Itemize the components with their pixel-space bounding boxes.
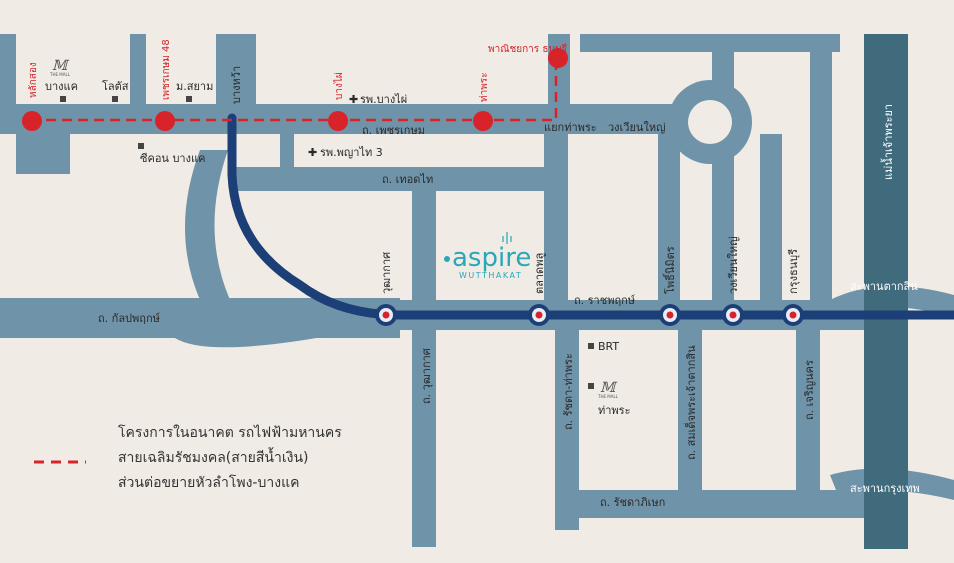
the-mall-thaphra-logo: 𝕄 THE MALL xyxy=(597,380,619,399)
landmark-rp-bang-phai: รพ.บางไผ่ xyxy=(360,93,407,106)
aspire-sparkle-icon xyxy=(502,232,512,244)
road-label-bridge-taksin: สะพานตากสิน xyxy=(850,280,918,293)
blue-label-pho-nimit: โพธิ์นิมิตร xyxy=(662,246,677,294)
landmark-rp-phyathai3: รพ.พญาไท 3 xyxy=(320,146,383,159)
svg-text:𝕄: 𝕄 xyxy=(52,58,70,74)
red-station-lak-song xyxy=(22,111,42,131)
legend-line2: สายเฉลิมรัชมงคล(สายสีน้ำเงิน) xyxy=(118,447,308,466)
landmark-the-mall-thaphra: ท่าพระ xyxy=(598,404,631,417)
marker-bangkhae xyxy=(60,96,66,102)
blue-label-talat-phlu: ตลาดพลู xyxy=(533,253,546,294)
blue-station-krung-thon-buri xyxy=(782,304,804,326)
red-label-tha-phra: ท่าพระ xyxy=(479,72,490,102)
road-label-thoetthai: ถ. เทอดไท xyxy=(382,173,433,186)
road-v-right-top xyxy=(810,34,832,300)
marker-seacon xyxy=(138,143,144,149)
road-label-bang-wa: บางหว้า xyxy=(230,66,243,104)
hospital-icon-phyathai3: ✚ xyxy=(308,146,317,159)
road-label-wongwian-yai: วงเวียนใหญ่ xyxy=(608,121,665,134)
blue-label-wutthakat: วุฒากาศ xyxy=(380,252,393,294)
landmark-lotus: โลตัส xyxy=(102,79,129,93)
svg-text:THE MALL: THE MALL xyxy=(49,72,71,77)
road-thoetthai xyxy=(230,167,550,191)
purple-line xyxy=(227,113,954,320)
river-label: แม่น้ำเจ้าพระยา xyxy=(880,104,895,180)
road-label-wutthakat: ถ. วุฒากาศ xyxy=(420,348,433,404)
legend-line3: ส่วนต่อขยายหัวลำโพง-บางแค xyxy=(118,474,299,491)
roundabout-center xyxy=(688,100,732,144)
blue-station-talat-phlu xyxy=(528,304,550,326)
road-label-kanlapaphruek: ถ. กัลปพฤกษ์ xyxy=(98,312,160,325)
svg-text:𝕄: 𝕄 xyxy=(600,380,618,396)
road-label-phetkasem: ถ. เพชรเกษม xyxy=(362,124,425,137)
road-ratchadaphisek xyxy=(555,490,885,518)
blue-label-wongwian-yai: วงเวียนใหญ่ xyxy=(727,237,740,294)
red-station-phetkasem48 xyxy=(155,111,175,131)
road-label-ratchaphruek: ถ. ราชพฤกษ์ xyxy=(574,294,635,307)
landmark-m-siam: ม.สยาม xyxy=(176,80,213,93)
red-label-phanitchayakan: พาณิชยการ ธนบุรี xyxy=(488,43,568,55)
legend-line1: โครงการในอนาคต รถไฟฟ้ามหานคร xyxy=(118,424,342,441)
red-label-bang-phai: บางไผ่ xyxy=(333,72,345,100)
road-label-bridge-krungthep: สะพานกรุงเทพ xyxy=(850,482,920,495)
road-curve-bang-wa xyxy=(175,315,360,348)
marker-the-mall-thaphra xyxy=(588,383,594,389)
road-label-charoen-nakhon: ถ. เจริญนคร xyxy=(803,360,816,420)
marker-brt xyxy=(588,343,594,349)
red-station-phanitchayakan xyxy=(548,48,568,68)
red-station-bang-phai xyxy=(328,111,348,131)
road-label-ratchada-thaphra: ถ. รัชดา-ท่าพระ xyxy=(562,353,575,430)
red-label-lak-song: หลักสอง xyxy=(28,62,39,98)
aspire-logo: aspire WUTTHAKAT xyxy=(444,232,531,280)
red-station-tha-phra xyxy=(473,111,493,131)
road-stub-3 xyxy=(216,34,256,109)
road-v-taksin xyxy=(678,330,702,490)
road-v-ratchada-thaphra xyxy=(555,330,579,530)
road-stub-2 xyxy=(130,34,146,106)
aspire-dot xyxy=(444,256,450,262)
road-label-ratchadaphisek: ถ. รัชดาภิเษก xyxy=(600,496,665,509)
road-top-right xyxy=(580,34,840,52)
road-v-wutthakat xyxy=(412,330,436,547)
road-label-tha-phra-junction: แยกท่าพระ xyxy=(544,121,597,134)
road-v-left xyxy=(16,134,56,174)
road-v-krungthon xyxy=(760,134,782,300)
landmark-seacon: ซีคอน บางแค xyxy=(140,152,205,165)
landmark-bangkhae: บางแค xyxy=(45,80,78,93)
road-v-mid1 xyxy=(412,191,436,306)
blue-station-pho-nimit xyxy=(659,304,681,326)
red-label-phetkasem48: เพชรเกษม 48 xyxy=(161,39,172,100)
landmark-brt: BRT xyxy=(598,340,619,353)
aspire-name: aspire xyxy=(452,243,531,273)
road-v-wongwian xyxy=(712,134,734,300)
road-curve-west xyxy=(185,150,230,300)
future-line xyxy=(30,58,558,122)
road-v-phonimit xyxy=(658,134,680,300)
hospital-icon-bang-phai: ✚ xyxy=(349,93,358,106)
blue-station-wutthakat xyxy=(375,304,397,326)
road-stub-1 xyxy=(0,34,16,106)
marker-m-siam xyxy=(186,96,192,102)
river-chao-phraya xyxy=(864,34,908,549)
road-label-taksin: ถ. สมเด็จพระเจ้าตากสิน xyxy=(684,345,698,460)
the-mall-bangkhae-logo: 𝕄 THE MALL xyxy=(49,58,71,77)
road-v-ratchada xyxy=(544,134,568,304)
road-v-seacon xyxy=(280,134,294,167)
blue-label-krung-thon-buri: กรุงธนบุรี xyxy=(787,249,800,294)
marker-lotus xyxy=(112,96,118,102)
svg-text:THE MALL: THE MALL xyxy=(597,394,619,399)
road-v-left2 xyxy=(56,134,70,174)
aspire-subtitle: WUTTHAKAT xyxy=(459,271,522,280)
road-v-charoen xyxy=(796,330,820,490)
blue-station-wongwian-yai xyxy=(722,304,744,326)
